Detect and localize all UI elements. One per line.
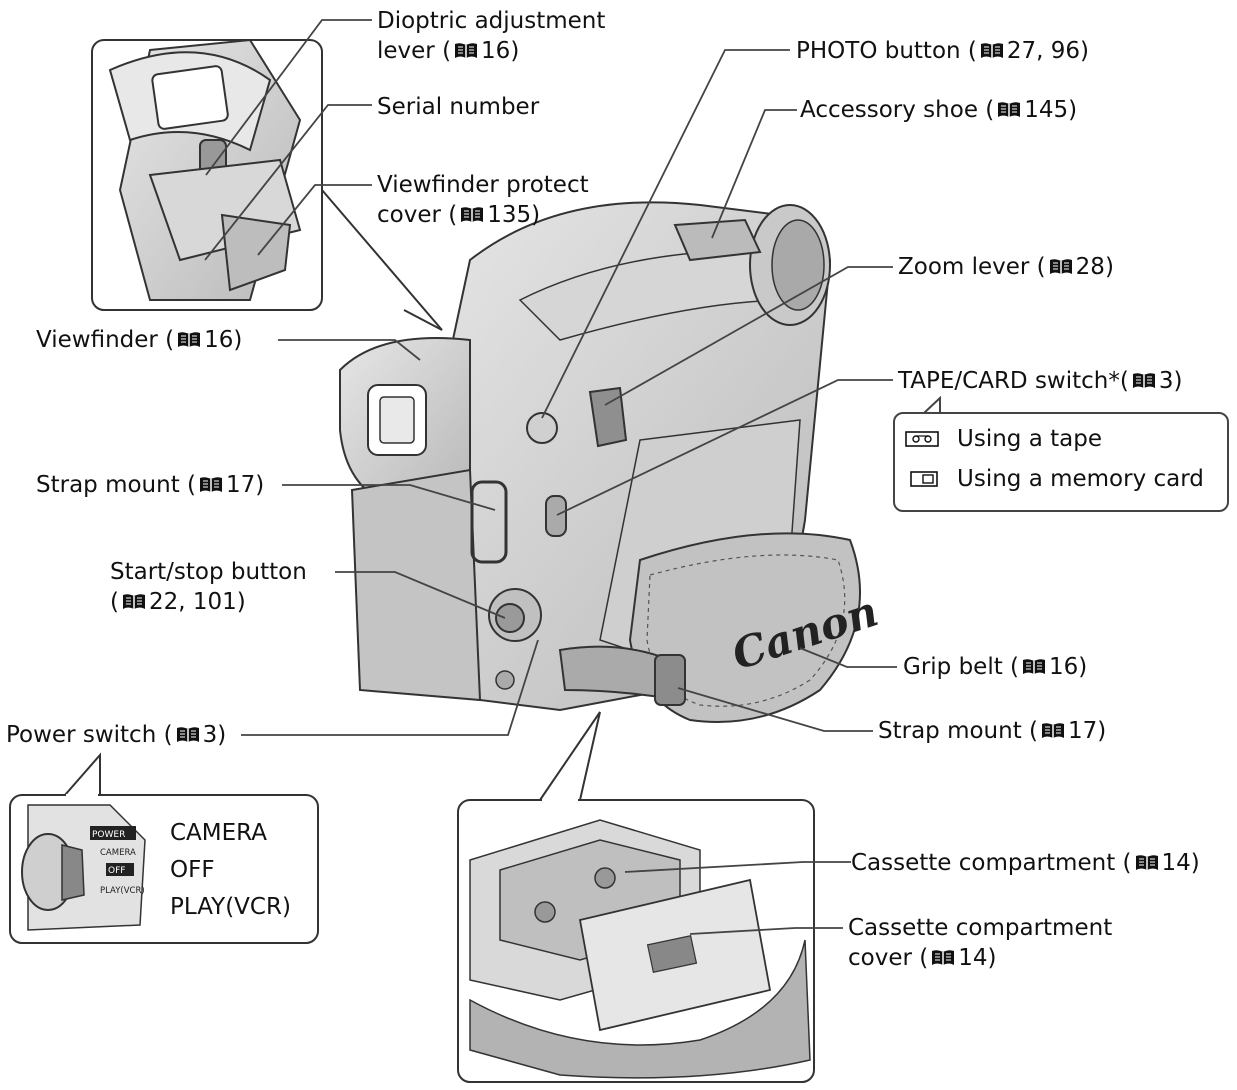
vf-protect-line2: cover ( <box>377 202 458 228</box>
viewfinder-text: Viewfinder ( <box>36 327 175 353</box>
book-icon <box>932 950 955 965</box>
cassette-ref: 14) <box>1161 850 1200 876</box>
accessory-text: Accessory shoe ( <box>800 97 995 123</box>
camcorder-body <box>339 201 861 723</box>
legend-row-card: Using a memory card <box>905 464 1204 494</box>
startstop-line1: Start/stop button <box>110 559 307 585</box>
cassette-compartment-label: Cassette compartment ( 14) <box>851 848 1200 878</box>
inset-pointer <box>321 189 443 331</box>
power-switch-inset: POWER CAMERA OFF PLAY(VCR) <box>9 752 319 944</box>
cassette-text: Cassette compartment ( <box>851 850 1132 876</box>
viewfinder-ref: 16) <box>204 327 243 353</box>
zoom-text: Zoom lever ( <box>898 254 1046 280</box>
strap-right-ref: 17) <box>1068 718 1107 744</box>
memory-card-icon <box>910 471 938 487</box>
svg-text:OFF: OFF <box>108 866 125 876</box>
position-camera: CAMERA <box>170 820 267 846</box>
strap-left-text: Strap mount ( <box>36 472 197 498</box>
legend-pointer <box>923 396 941 414</box>
cassette-cover-ref: 14) <box>958 945 997 971</box>
accessory-ref: 145) <box>1024 97 1078 123</box>
viewfinder-label: Viewfinder ( 16) <box>36 325 242 355</box>
strap-mount-right-label: Strap mount ( 17) <box>878 716 1106 746</box>
serial-number-label: Serial number <box>377 94 540 120</box>
book-icon <box>1135 855 1158 870</box>
vf-protect-ref: 135) <box>487 202 541 228</box>
dioptric-line1: Dioptric adjustment <box>377 8 606 34</box>
startstop-open: ( <box>110 589 119 615</box>
cassette-icon <box>905 431 939 447</box>
book-icon <box>455 43 478 58</box>
book-icon <box>998 102 1021 117</box>
book-icon <box>461 207 484 222</box>
grip-ref: 16) <box>1049 654 1088 680</box>
zoom-lever-label: Zoom lever ( 28) <box>898 252 1114 282</box>
cassette-cover-line2: cover ( <box>848 945 929 971</box>
tape-card-legend: Using a tape Using a memory card <box>893 412 1229 512</box>
dioptric-ref: 16) <box>481 38 520 64</box>
grip-text: Grip belt ( <box>903 654 1020 680</box>
svg-text:CAMERA: CAMERA <box>100 848 136 858</box>
vf-protect-line1: Viewfinder protect <box>377 172 589 198</box>
strap-right-text: Strap mount ( <box>878 718 1039 744</box>
tapecard-text: TAPE/CARD switch*( <box>898 368 1129 394</box>
strap-left-ref: 17) <box>226 472 265 498</box>
legend-card-text: Using a memory card <box>957 466 1204 492</box>
cassette-cover-label: Cassette compartment cover ( 14) <box>848 913 1112 973</box>
position-off: OFF <box>170 857 215 883</box>
svg-text:PLAY(VCR): PLAY(VCR) <box>100 886 145 896</box>
book-icon <box>200 477 223 492</box>
start-stop-button-label: Start/stop button (22, 101) <box>110 557 307 617</box>
accessory-shoe-label: Accessory shoe ( 145) <box>800 95 1077 125</box>
zoom-ref: 28) <box>1075 254 1114 280</box>
photo-button-label: PHOTO button ( 27, 96) <box>796 36 1089 66</box>
startstop-ref: 22, 101) <box>148 589 246 615</box>
photo-text: PHOTO button ( <box>796 38 977 64</box>
leader-lines <box>204 19 897 935</box>
viewfinder-protect-cover-label: Viewfinder protect cover ( 135) <box>377 170 589 230</box>
power-switch-label: Power switch ( 3) <box>6 720 226 750</box>
book-icon <box>1049 259 1072 274</box>
legend-tape-text: Using a tape <box>957 426 1102 452</box>
book-icon <box>1042 723 1065 738</box>
svg-text:POWER: POWER <box>92 830 125 840</box>
strap-mount-left-label: Strap mount ( 17) <box>36 470 264 500</box>
book-icon <box>980 43 1003 58</box>
dioptric-lever-label: Dioptric adjustment lever ( 16) <box>377 6 605 66</box>
photo-ref: 27, 96) <box>1006 38 1090 64</box>
tapecard-ref: 3) <box>1158 368 1183 394</box>
grip-belt-label: Grip belt ( 16) <box>903 652 1087 682</box>
position-play-vcr: PLAY(VCR) <box>170 894 291 920</box>
book-icon <box>176 727 199 742</box>
cassette-cover-line1: Cassette compartment <box>848 915 1113 941</box>
book-icon <box>1132 373 1155 388</box>
power-ref: 3) <box>202 722 227 748</box>
book-icon <box>1023 659 1046 674</box>
book-icon <box>122 594 145 609</box>
cassette-inset <box>457 711 815 1083</box>
tape-card-switch-label: TAPE/CARD switch*( 3) <box>898 366 1182 396</box>
book-icon <box>178 332 201 347</box>
legend-row-tape: Using a tape <box>905 424 1102 454</box>
power-positions: CAMERA OFF PLAY(VCR) <box>170 815 291 926</box>
power-text: Power switch ( <box>6 722 173 748</box>
dioptric-line2: lever ( <box>377 38 452 64</box>
